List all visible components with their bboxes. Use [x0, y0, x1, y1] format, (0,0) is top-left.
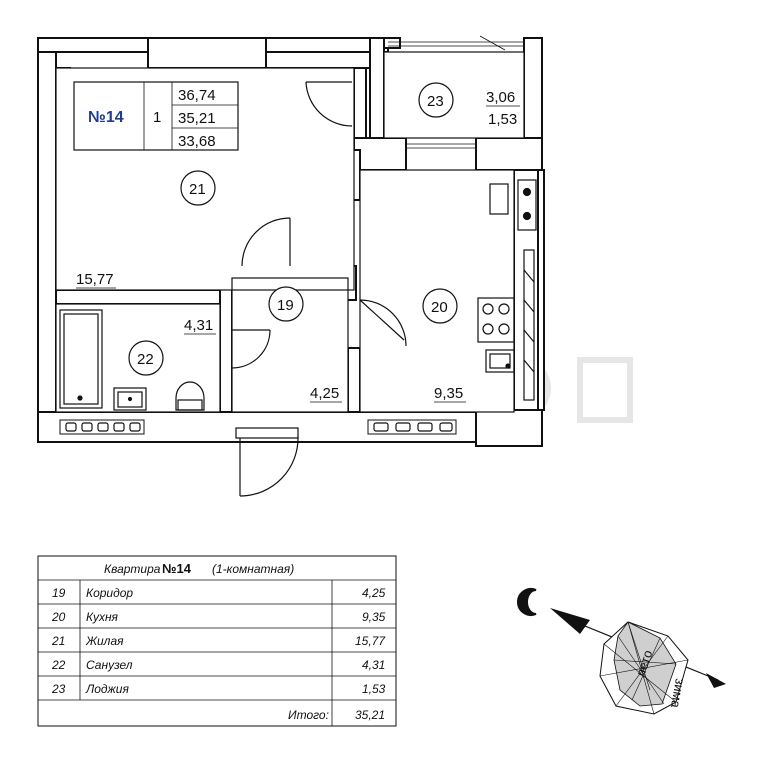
area-living-alt: 33,68: [178, 133, 216, 150]
room-22-number: 22: [137, 351, 154, 368]
table-row-name: Лоджия: [85, 682, 129, 696]
fixtures: [59, 179, 537, 411]
table-row-area: 15,77: [355, 634, 386, 648]
compass-rose: лето зима: [517, 588, 726, 715]
walls: [37, 37, 545, 447]
room-23-number: 23: [427, 93, 444, 110]
table-header-number: №14: [162, 561, 192, 576]
room-21-number: 21: [189, 181, 206, 198]
table-row-area: 9,35: [362, 610, 386, 624]
windows: [59, 35, 524, 435]
table-total-label: Итого:: [288, 708, 329, 722]
room-23-area-a: 3,06: [486, 89, 515, 106]
room-21-area: 15,77: [76, 271, 114, 288]
apartment-info-box: №14 1 36,74 35,21 33,68: [73, 81, 239, 151]
room-labels: 21 15,77 23 3,06 1,53 19 4,25 20 9,35 22…: [76, 82, 520, 403]
room-19-area: 4,25: [310, 385, 339, 402]
table-row-num: 20: [51, 610, 66, 624]
table-row-num: 21: [51, 634, 65, 648]
table-row-area: 4,25: [362, 586, 386, 600]
doors: [231, 81, 407, 497]
table-row-name: Санузел: [86, 658, 133, 672]
table-row-num: 23: [51, 682, 66, 696]
rooms-count: 1: [153, 109, 161, 126]
room-20-area: 9,35: [434, 385, 463, 402]
table-row-area: 4,31: [362, 658, 385, 672]
table-row-area: 1,53: [362, 682, 386, 696]
winter-label: зима: [668, 677, 688, 709]
room-23-area-b: 1,53: [488, 111, 517, 128]
area-total: 36,74: [178, 87, 216, 104]
room-22-area: 4,31: [184, 317, 213, 334]
table-total-value: 35,21: [355, 708, 385, 722]
table-row-num: 22: [51, 658, 66, 672]
room-outlines: [55, 51, 525, 413]
table-row-name: Кухня: [86, 610, 119, 624]
table-row-num: 19: [52, 586, 66, 600]
table-header-type: (1-комнатная): [212, 562, 294, 576]
apartment-number: №14: [88, 109, 124, 126]
area-main: 35,21: [178, 110, 216, 127]
room-20-number: 20: [431, 299, 448, 316]
table-row-name: Жилая: [85, 634, 124, 648]
table-header-prefix: Квартира: [104, 562, 161, 576]
room-19-number: 19: [277, 297, 294, 314]
table-row-name: Коридор: [86, 586, 133, 600]
north-moon-icon: [517, 588, 537, 616]
north-arrow-icon: [550, 608, 590, 634]
area-table: Квартира №14 (1-комнатная) 19 Коридор 4,…: [37, 555, 397, 727]
